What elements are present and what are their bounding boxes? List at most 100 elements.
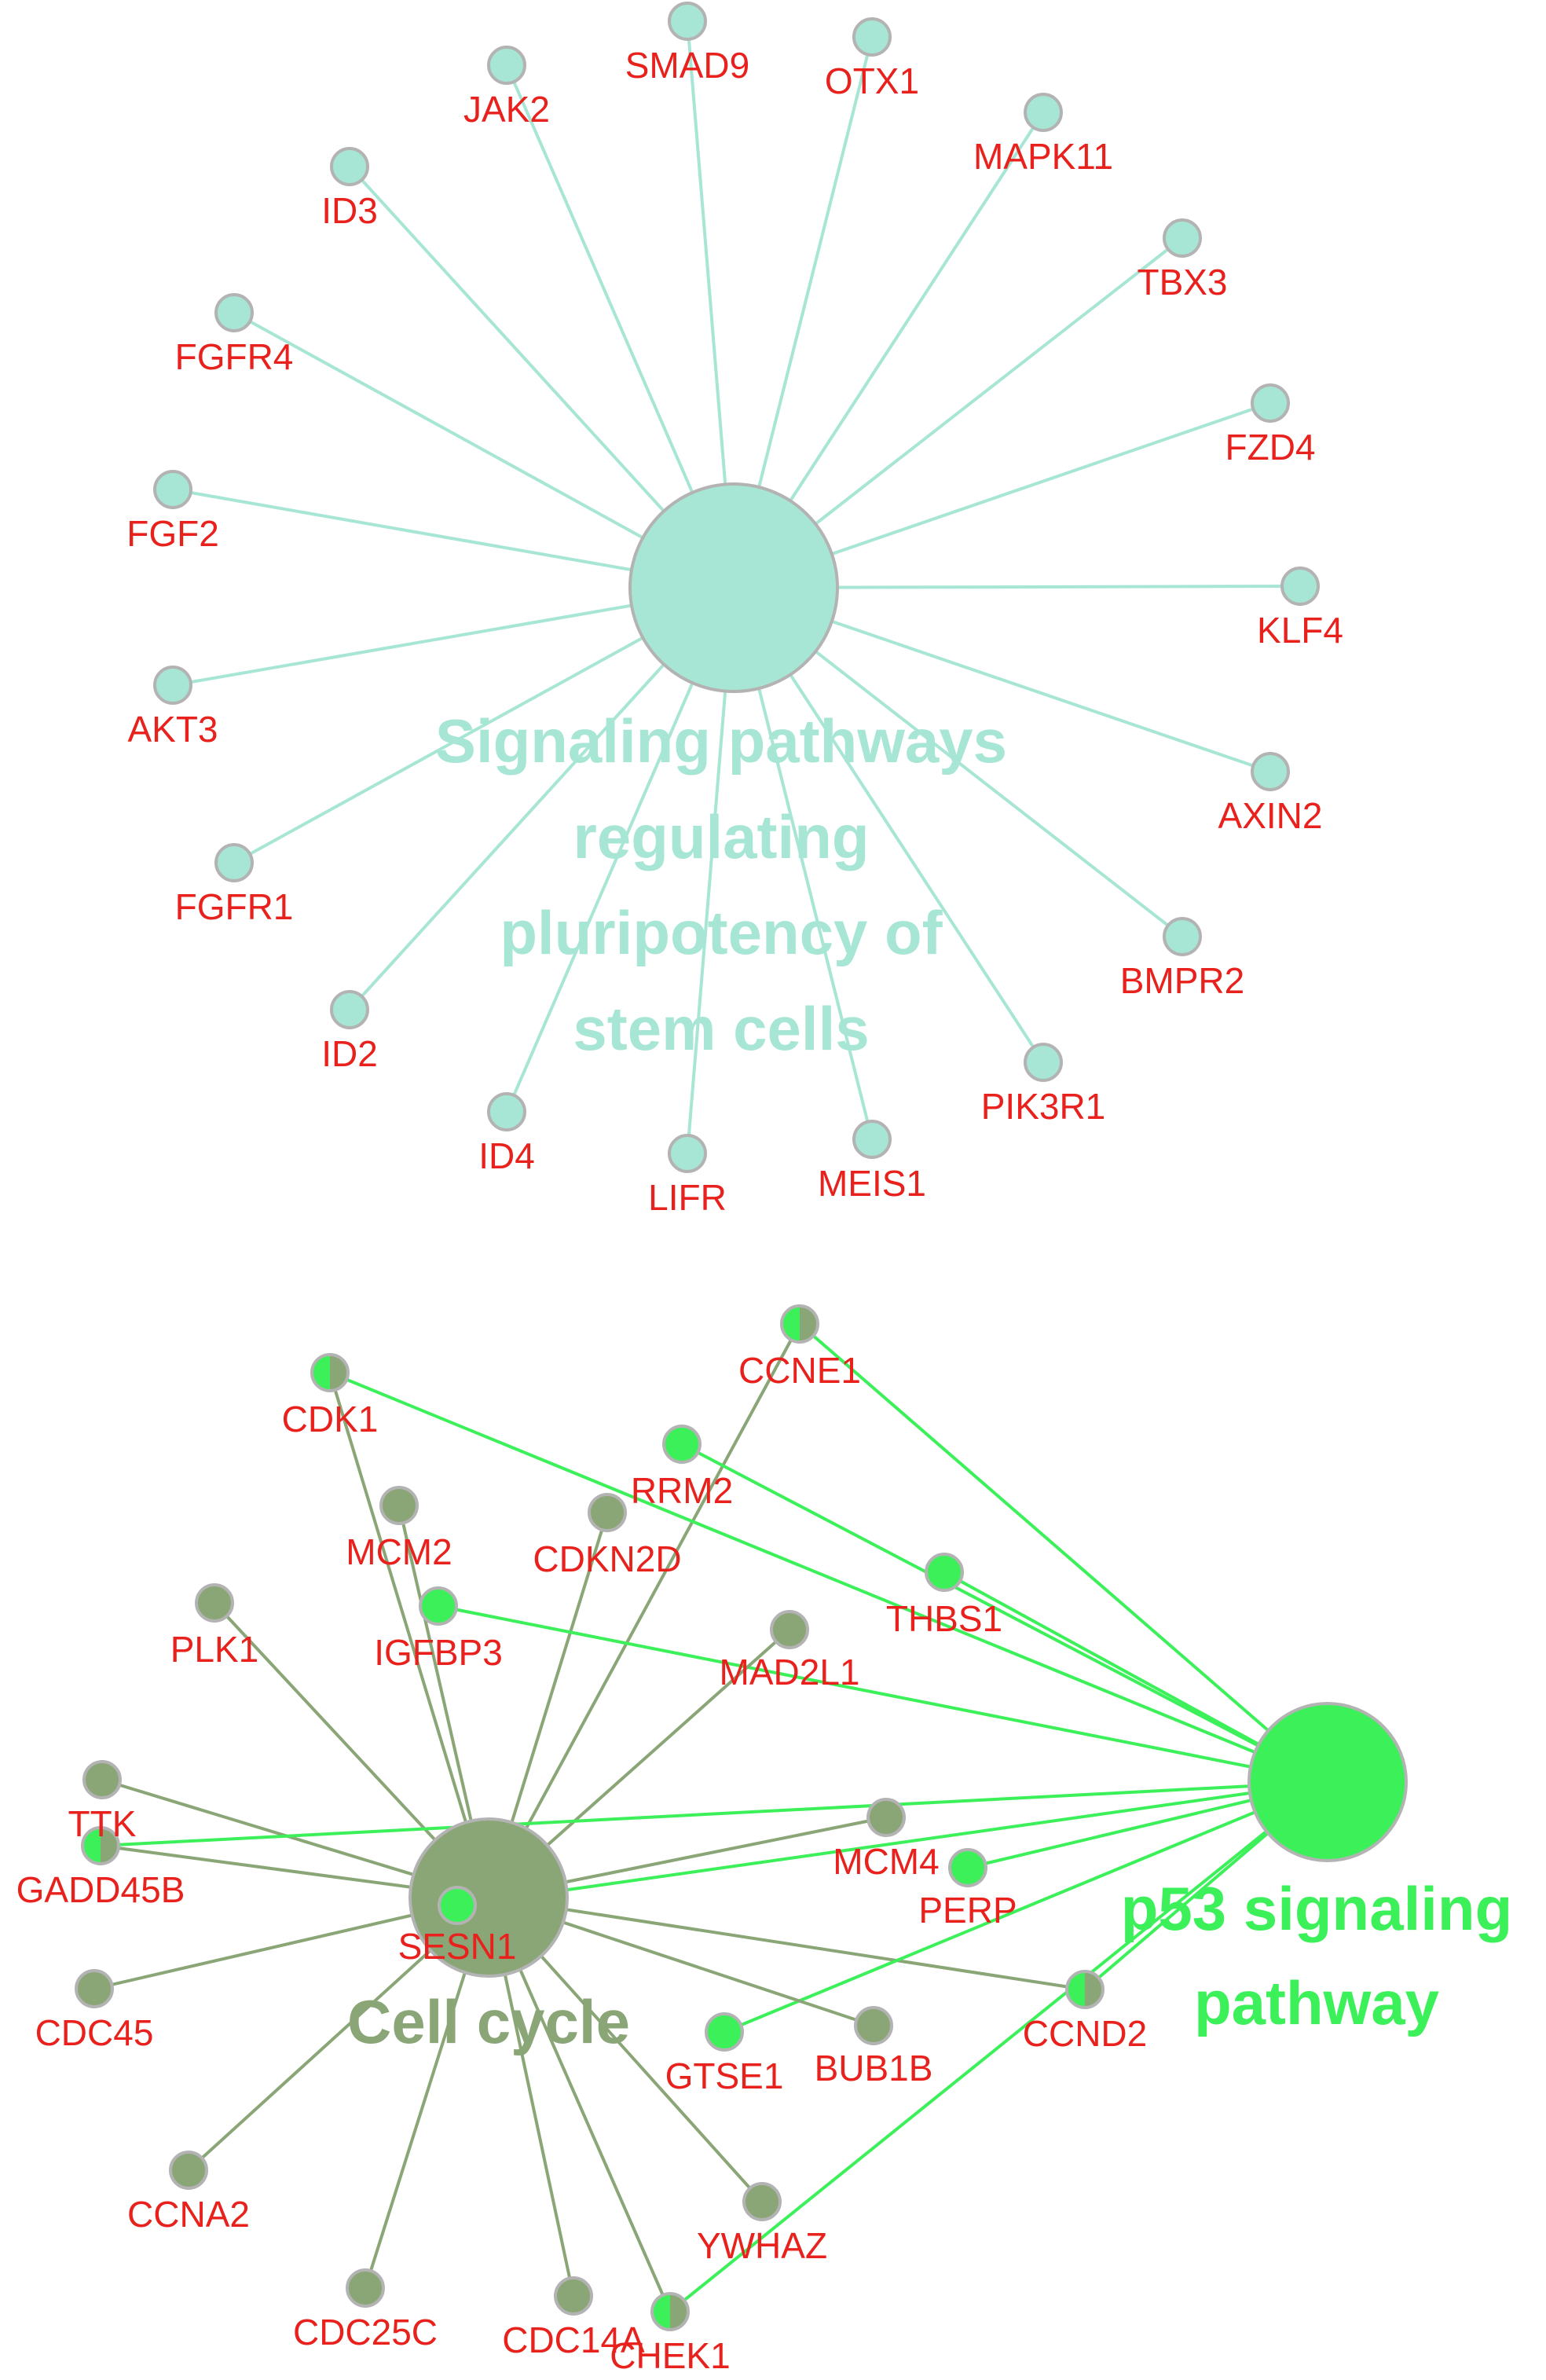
pathway-hub-node[interactable] [1247,1702,1408,1862]
gene-node[interactable] [705,2012,744,2052]
gene-label: CDC45 [35,2012,154,2053]
gene-label: FGFR1 [175,886,294,927]
pathway-hub-label: Cell cycle [347,1987,630,2056]
gene-label: MAPK11 [973,136,1113,177]
gene-label: CDC25C [293,2312,438,2352]
gene-node-half-p53 [312,1355,330,1391]
gene-label: IGFBP3 [374,1632,503,1673]
gene-label: FZD4 [1225,427,1316,468]
edge-cellcycle-ccnd2 [488,1896,1086,1991]
gene-label: MCM4 [833,1841,939,1882]
gene-node-outline [650,2292,690,2331]
gene-node[interactable] [668,1134,707,1173]
gene-node[interactable] [780,1304,819,1344]
pathway-hub-node[interactable] [408,1817,569,1978]
gene-node[interactable] [330,990,369,1029]
gene-label: PIK3R1 [981,1086,1106,1127]
gene-label: FGF2 [126,513,219,554]
gene-node[interactable] [662,1425,702,1464]
gene-node[interactable] [925,1553,964,1592]
gene-label: GTSE1 [665,2055,784,2096]
gene-label: JAK2 [463,89,550,130]
edge-p53-gadd45b [100,1780,1328,1847]
gene-node[interactable] [1251,383,1290,423]
gene-label: PLK1 [170,1629,259,1670]
gene-node[interactable] [81,1826,120,1865]
gene-node[interactable] [1251,752,1290,791]
gene-label: RRM2 [631,1470,733,1511]
gene-label: THBS1 [886,1598,1002,1639]
gene-node[interactable] [1024,93,1063,132]
gene-node[interactable] [1163,917,1202,956]
gene-node-half-cellcycle [1085,1971,1103,2008]
gene-label: SESN1 [398,1926,517,1967]
gene-node[interactable] [588,1493,627,1532]
gene-node[interactable] [742,2182,782,2221]
gene-label: FGFR4 [175,336,294,377]
gene-label: PERP [918,1890,1017,1931]
gene-node[interactable] [438,1886,477,1925]
gene-label: SMAD9 [625,45,749,86]
gene-label: MEIS1 [818,1163,926,1204]
gene-node[interactable] [948,1848,987,1887]
gene-label: GADD45B [16,1869,185,1910]
gene-label: CCND2 [1023,2013,1147,2054]
gene-label: MCM2 [346,1531,452,1572]
gene-node[interactable] [419,1586,458,1626]
gene-node[interactable] [770,1610,809,1649]
gene-node[interactable] [82,1760,122,1799]
gene-label: BMPR2 [1120,960,1244,1001]
gene-node[interactable] [346,2268,385,2308]
pathway-hub-node[interactable] [628,482,839,693]
gene-node-half-p53 [82,1828,101,1864]
gene-label: CDKN2D [533,1538,681,1579]
gene-node[interactable] [1024,1043,1063,1082]
gene-node[interactable] [866,1798,906,1837]
gene-node[interactable] [214,843,254,882]
gene-node[interactable] [650,2292,690,2331]
gene-node[interactable] [310,1353,350,1392]
gene-node[interactable] [379,1486,419,1525]
gene-node[interactable] [852,17,892,57]
pathway-hub-label: pathway [1194,1968,1439,2037]
gene-node[interactable] [1163,218,1202,258]
gene-node[interactable] [554,2276,593,2316]
gene-label: AXIN2 [1218,795,1323,836]
edge-p53-igfbp3 [438,1604,1328,1784]
pathway-hub-label: Signaling pathways [435,706,1007,776]
gene-node[interactable] [854,2006,893,2045]
gene-label: KLF4 [1257,610,1343,651]
gene-node[interactable] [668,2,707,41]
pathway-hub-label: stem cells [573,994,869,1063]
gene-label: ID3 [321,190,378,231]
gene-node[interactable] [852,1120,892,1159]
gene-node[interactable] [487,46,526,85]
gene-node[interactable] [75,1969,114,2008]
gene-label: LIFR [648,1177,727,1218]
gene-node[interactable] [214,293,254,332]
gene-node[interactable] [195,1583,234,1623]
edge-p53-rrm2 [681,1443,1328,1784]
gene-node-outline [310,1353,350,1392]
gene-node[interactable] [169,2151,208,2190]
edge-p53-ccne1 [798,1322,1329,1784]
gene-label: OTX1 [825,61,919,101]
edge-p53-cdk1 [329,1371,1328,1784]
gene-node[interactable] [330,147,369,186]
gene-node[interactable] [487,1092,526,1131]
gene-node-outline [1065,1970,1105,2009]
gene-node-half-cellcycle [330,1355,348,1391]
node-layer [75,2,1408,2331]
gene-node[interactable] [1065,1970,1105,2009]
gene-node[interactable] [1280,567,1320,606]
edge-cellcycle-cdk1 [328,1372,490,1898]
gene-node[interactable] [153,470,192,509]
pathway-hub-label: pluripotency of [500,898,943,967]
edge-p53-gtse1 [724,1780,1328,2033]
gene-label: TTK [68,1803,137,1844]
gene-node[interactable] [153,666,192,705]
gene-node-outline [81,1826,120,1865]
